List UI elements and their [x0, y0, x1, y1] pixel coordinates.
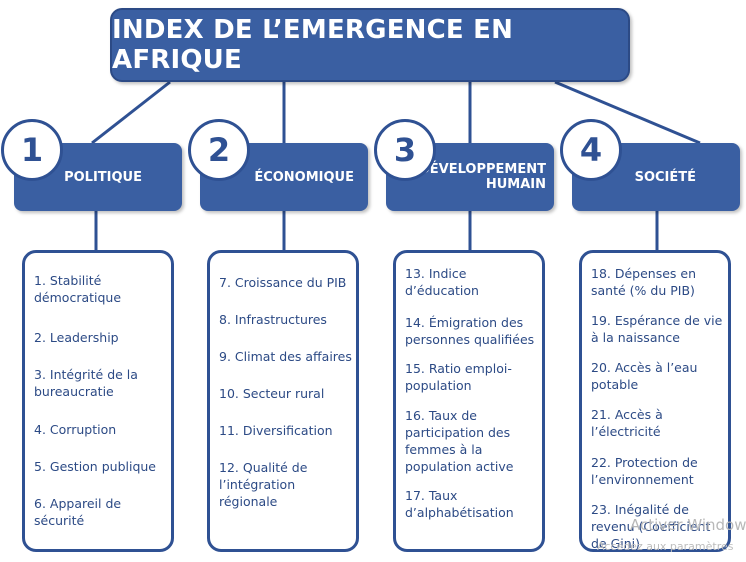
category-label: SOCIÉTÉ	[634, 169, 696, 185]
category-number-badge: 3	[374, 119, 436, 181]
indicator-item: 9. Climat des affaires	[219, 349, 352, 364]
indicator-item: 3. Intégrité de la bureaucratie	[34, 367, 138, 399]
indicator-item: 4. Corruption	[34, 422, 117, 437]
indicator-item: 16. Taux de participation des femmes à l…	[405, 408, 514, 474]
indicator-item: 12. Qualité de l’intégration régionale	[219, 460, 308, 509]
windows-activation-watermark: Activer Windows	[630, 516, 746, 534]
category-label: POLITIQUE	[64, 169, 142, 185]
indicator-item: 15. Ratio emploi-population	[405, 361, 512, 393]
indicator-list-economique: 7. Croissance du PIB 8. Infrastructures …	[207, 250, 359, 552]
indicator-item: 7. Croissance du PIB	[219, 275, 347, 290]
indicator-item: 10. Secteur rural	[219, 386, 325, 401]
category-number-badge: 1	[1, 119, 63, 181]
indicator-item: 22. Protection de l’environnement	[591, 455, 698, 487]
main-title: INDEX DE L’EMERGENCE EN AFRIQUE	[110, 8, 630, 82]
category-label: ÉCONOMIQUE	[254, 169, 354, 185]
category-label: DÉVELOPPEMENT HUMAIN	[419, 162, 546, 192]
indicator-item: 13. Indice d’éducation	[405, 266, 479, 298]
indicator-item: 20. Accès à l’eau potable	[591, 360, 698, 392]
indicator-item: 6. Appareil de sécurité	[34, 496, 122, 528]
connector-title-cat1	[91, 80, 171, 145]
indicator-item: 19. Espérance de vie à la naissance	[591, 313, 723, 345]
category-number-badge: 4	[560, 119, 622, 181]
indicator-item: 2. Leadership	[34, 330, 119, 345]
indicator-item: 23. Inégalité de revenu (Coefficient de …	[591, 502, 711, 551]
indicator-list-politique: 1. Stabilité démocratique 2. Leadership …	[22, 250, 174, 552]
indicator-list-developpement-humain: 13. Indice d’éducation 14. Émigration de…	[393, 250, 545, 552]
indicator-item: 11. Diversification	[219, 423, 333, 438]
indicator-item: 18. Dépenses en santé (% du PIB)	[591, 266, 697, 298]
indicator-list-societe: 18. Dépenses en santé (% du PIB) 19. Esp…	[579, 250, 731, 552]
category-number-badge: 2	[188, 119, 250, 181]
indicator-item: 5. Gestion publique	[34, 459, 156, 474]
connector-title-cat4	[554, 80, 701, 145]
windows-activation-subtext: Accédez aux paramètres	[597, 540, 734, 553]
indicator-item: 21. Accès à l’électricité	[591, 407, 663, 439]
indicator-item: 14. Émigration des personnes qualifiées	[405, 315, 535, 347]
indicator-item: 1. Stabilité démocratique	[34, 273, 122, 305]
indicator-item: 17. Taux d’alphabétisation	[405, 488, 514, 520]
indicator-item: 8. Infrastructures	[219, 312, 327, 327]
